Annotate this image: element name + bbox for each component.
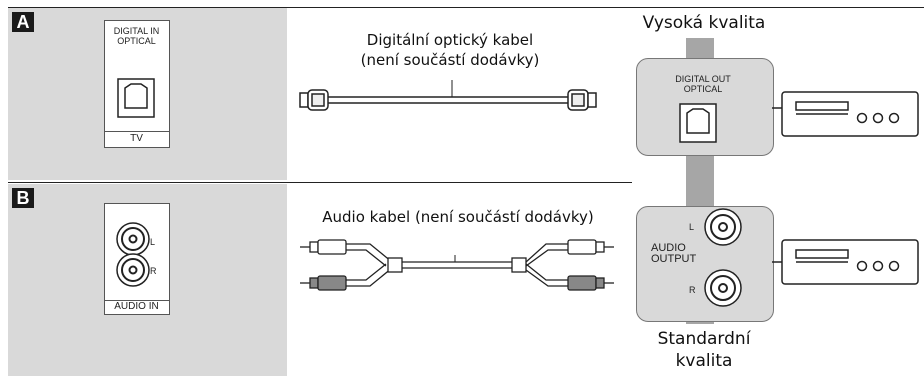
audio-output-l-jack-icon xyxy=(704,208,742,246)
middle-divider xyxy=(8,182,632,183)
digital-out-label: DIGITAL OUT OPTICAL xyxy=(675,74,731,94)
audio-output-l-label: L xyxy=(689,222,695,232)
audio-in-divider xyxy=(104,300,169,301)
section-b-badge: B xyxy=(12,188,34,208)
standard-quality-label: Standardní kvalita xyxy=(636,328,772,372)
audio-in-r-jack-icon xyxy=(116,253,150,287)
tv-divider xyxy=(104,131,169,132)
audio-in-r-label: R xyxy=(150,266,157,276)
optical-cable-label-line2: (není součástí dodávky) xyxy=(360,51,540,69)
top-divider xyxy=(8,7,924,8)
audio-in-l-jack-icon xyxy=(116,222,150,256)
audio-output-r-label: R xyxy=(689,285,696,295)
audio-output-label: AUDIO OUTPUT xyxy=(651,242,697,265)
optical-cable-label: Digitální optický kabel (není součástí d… xyxy=(330,30,570,70)
standard-quality-line1: Standardní xyxy=(657,329,751,349)
section-a-badge: A xyxy=(12,12,34,32)
audio-in-label: AUDIO IN xyxy=(114,301,159,312)
audio-in-l-label: L xyxy=(150,237,156,247)
tv-label: TV xyxy=(130,133,143,144)
digital-out-port-icon xyxy=(679,103,717,143)
audio-cable-label: Audio kabel (není součástí dodávky) xyxy=(322,208,594,226)
optical-cable-icon xyxy=(299,80,597,111)
audio-output-r-jack-icon xyxy=(704,269,742,307)
audio-cable-icon xyxy=(300,239,614,291)
playback-device-b-icon xyxy=(781,239,919,285)
tv-optical-port-label: DIGITAL IN OPTICAL xyxy=(113,26,160,46)
tv-optical-port-icon xyxy=(117,78,155,118)
standard-quality-line2: kvalita xyxy=(675,351,733,371)
optical-cable-label-line1: Digitální optický kabel xyxy=(366,31,534,49)
high-quality-label: Vysoká kvalita xyxy=(642,13,766,33)
playback-device-a-icon xyxy=(781,91,919,137)
